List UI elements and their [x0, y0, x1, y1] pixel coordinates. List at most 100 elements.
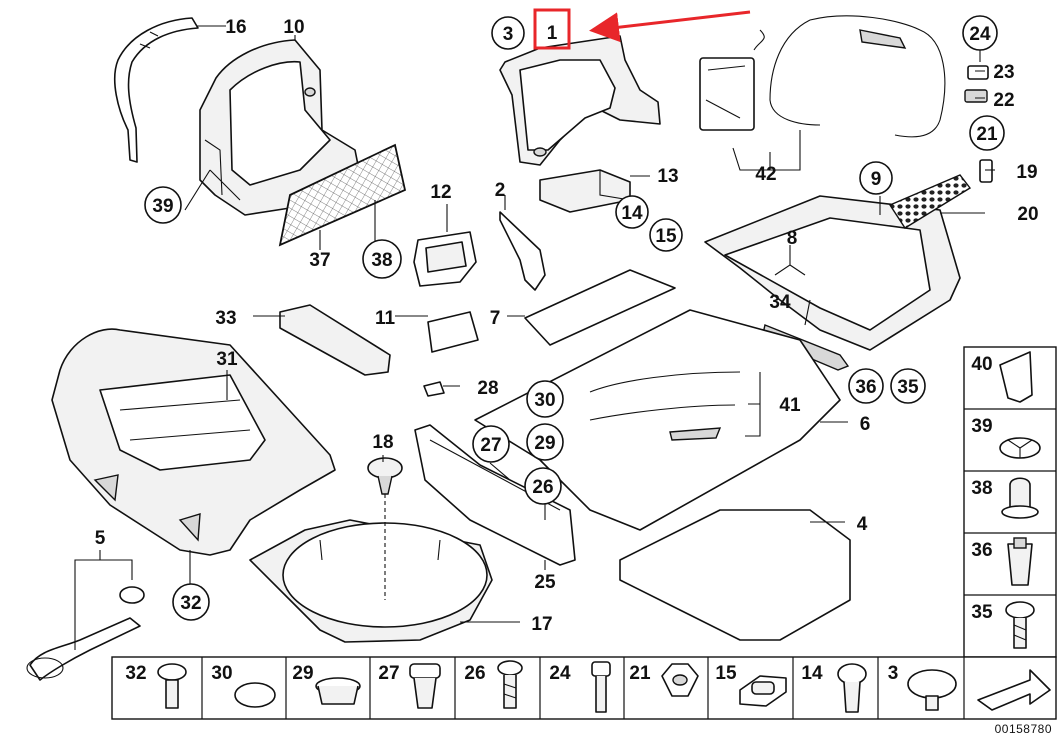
part-10-side-trim-left [199, 39, 361, 216]
label-10: 10 [283, 17, 304, 38]
part-2-bracket [499, 211, 546, 291]
side-label-40: 40 [971, 354, 992, 375]
callout-30: 30 [526, 380, 564, 418]
svg-text:36: 36 [855, 377, 876, 398]
side-fastener-column: 40 39 38 36 35 [963, 346, 1057, 658]
svg-text:35: 35 [897, 377, 919, 398]
part-16-cable-strip [114, 17, 199, 163]
svg-text:39: 39 [152, 196, 173, 217]
document-code: 00158780 [994, 722, 1052, 736]
part-labels: 16 10 37 12 2 13 42 23 22 19 20 8 34 33 … [95, 17, 1039, 635]
label-34: 34 [769, 292, 791, 313]
leader-lines [74, 25, 995, 650]
label-8: 8 [787, 228, 798, 249]
part-42-bag [699, 29, 765, 131]
screw-14-icon [837, 663, 867, 713]
bottom-fastener-strip: 32 30 29 27 26 24 21 15 14 3 [111, 656, 1057, 720]
part-28-pad [423, 381, 445, 397]
part-31-trunk-lid-lining [51, 328, 336, 556]
nut-21-icon [661, 663, 699, 697]
callout-29: 29 [526, 423, 564, 461]
label-16: 16 [225, 17, 246, 38]
part-37-luggage-net [278, 143, 407, 247]
highlighted-callout-1: 1 [533, 8, 751, 50]
label-17: 17 [531, 614, 552, 635]
label-20: 20 [1017, 204, 1038, 225]
part-13-box [539, 169, 631, 213]
part-20-honeycomb-insert [888, 174, 972, 229]
part-41-tie-straps [589, 371, 741, 441]
svg-text:26: 26 [532, 477, 553, 498]
callout-3: 3 [491, 16, 525, 50]
side-label-35: 35 [971, 602, 993, 623]
part-33-panel [279, 304, 391, 376]
callout-36: 36 [848, 368, 884, 404]
svg-text:21: 21 [976, 124, 998, 145]
plug-30-icon [234, 682, 276, 708]
clip-36-icon [1007, 537, 1033, 586]
strip-label-3: 3 [888, 663, 899, 684]
label-11: 11 [375, 308, 396, 329]
part-11-plate [427, 311, 479, 353]
label-22: 22 [993, 90, 1014, 111]
screw-35-icon [1005, 601, 1035, 649]
svg-text:30: 30 [534, 390, 555, 411]
svg-text:38: 38 [371, 250, 392, 271]
callout-32: 32 [172, 583, 210, 621]
callout-9: 9 [859, 161, 893, 195]
part-18-knob [367, 457, 403, 600]
label-33: 33 [215, 308, 236, 329]
highlight-arrow [589, 10, 751, 43]
clip-40-icon [999, 351, 1033, 403]
part-4-mat [619, 509, 851, 641]
label-37: 37 [309, 250, 330, 271]
svg-text:32: 32 [180, 593, 201, 614]
label-31: 31 [216, 349, 238, 370]
part-32-cap [119, 586, 145, 604]
strip-label-14: 14 [801, 663, 823, 684]
star-clip-39-icon [999, 437, 1041, 459]
side-label-39: 39 [971, 416, 992, 437]
callouts: 3 39 38 14 15 9 24 21 36 35 30 29 27 26 … [144, 15, 1005, 621]
label-19: 19 [1016, 162, 1037, 183]
label-5: 5 [95, 528, 106, 549]
strip-label-24: 24 [549, 663, 571, 684]
svg-text:9: 9 [871, 169, 882, 190]
callout-26: 26 [524, 467, 562, 505]
part-17-spare-wheel-well [249, 519, 493, 643]
part-42-strap [769, 15, 946, 138]
label-42: 42 [755, 164, 776, 185]
label-2: 2 [495, 180, 506, 201]
clip-27-icon [409, 663, 441, 709]
part-12-tray [413, 231, 477, 287]
next-page-arrow-icon[interactable] [977, 669, 1051, 711]
callout-24: 24 [962, 15, 998, 51]
svg-text:14: 14 [621, 203, 643, 224]
label-25: 25 [534, 572, 556, 593]
part-5-strap [26, 617, 141, 681]
plug-29-icon [315, 677, 361, 705]
svg-text:29: 29 [534, 433, 555, 454]
strip-label-15: 15 [715, 663, 737, 684]
callout-38: 38 [362, 239, 402, 279]
label-7: 7 [490, 308, 501, 329]
svg-text:1: 1 [547, 23, 558, 44]
label-18: 18 [372, 432, 393, 453]
strip-label-21: 21 [629, 663, 651, 684]
strip-label-27: 27 [378, 663, 399, 684]
callout-35: 35 [890, 368, 926, 404]
strip-label-29: 29 [292, 663, 313, 684]
callout-27: 27 [472, 425, 510, 463]
callout-21: 21 [969, 115, 1005, 151]
label-6: 6 [860, 414, 871, 435]
part-1-side-trim-right [499, 35, 661, 166]
strip-label-30: 30 [211, 663, 232, 684]
label-12: 12 [430, 182, 451, 203]
side-label-36: 36 [971, 540, 992, 561]
label-4: 4 [857, 514, 868, 535]
svg-text:27: 27 [480, 435, 501, 456]
clip-3-icon [907, 669, 957, 711]
bolt-24-icon [591, 661, 611, 713]
